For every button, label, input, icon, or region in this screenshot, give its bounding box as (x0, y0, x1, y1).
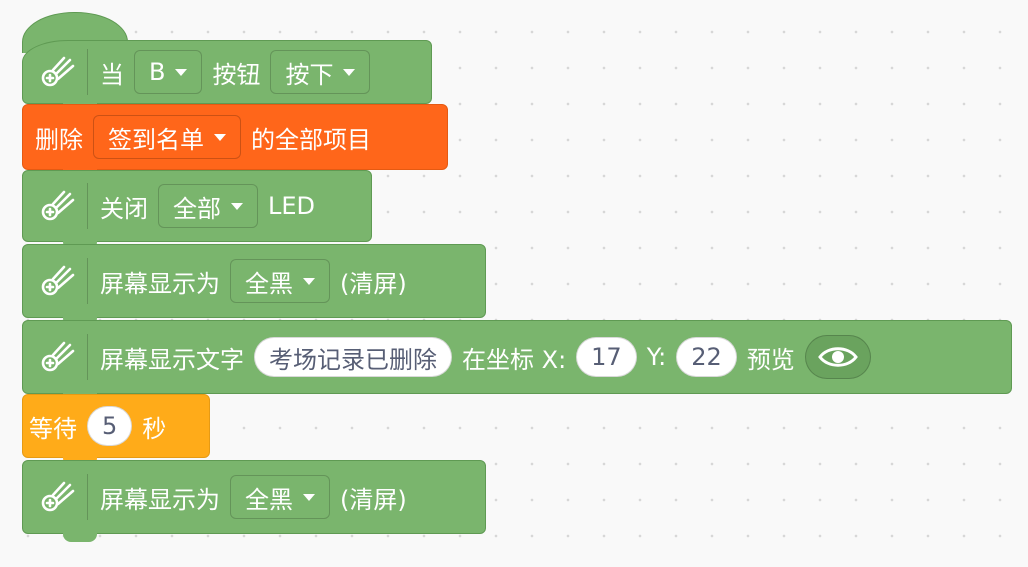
screen-fill-dropdown[interactable]: 全黑 (230, 475, 330, 519)
block-label: (清屏) (340, 485, 407, 514)
dropdown-value: 全黑 (245, 269, 293, 298)
meteor-extension-icon (33, 183, 88, 229)
list-select-dropdown[interactable]: 签到名单 (93, 115, 241, 159)
block-label: 屏幕显示为 (100, 485, 220, 514)
dropdown-value: B (149, 58, 166, 86)
block-label: 删除 (35, 125, 83, 154)
block-label: 按钮 (212, 60, 261, 89)
dropdown-value: 全部 (173, 194, 221, 223)
screen-fill-block[interactable]: 屏幕显示为 全黑 (清屏) (22, 460, 486, 542)
wait-seconds-block[interactable]: 等待 5 秒 (22, 394, 210, 466)
screen-fill-dropdown[interactable]: 全黑 (230, 259, 330, 303)
led-select-dropdown[interactable]: 全部 (158, 184, 258, 228)
caret-down-icon (231, 202, 243, 210)
screen-show-text-block[interactable]: 屏幕显示文字 考场记录已删除 在坐标 X: 17 Y: 22 预览 (22, 320, 1012, 402)
turn-off-led-block[interactable]: 关闭 全部 LED (22, 170, 372, 250)
text-input[interactable]: 考场记录已删除 (254, 337, 452, 377)
meteor-extension-icon (33, 49, 88, 95)
seconds-input[interactable]: 5 (87, 406, 133, 446)
caret-down-icon (303, 493, 315, 501)
eye-icon (817, 347, 858, 367)
block-label: 预览 (746, 345, 795, 374)
meteor-extension-icon (33, 334, 88, 380)
meteor-extension-icon (33, 258, 88, 304)
caret-down-icon (214, 133, 226, 141)
block-label: 关闭 (100, 194, 148, 223)
x-coordinate-input[interactable]: 17 (576, 337, 637, 377)
caret-down-icon (175, 68, 188, 76)
screen-fill-block[interactable]: 屏幕显示为 全黑 (清屏) (22, 244, 486, 326)
button-event-dropdown[interactable]: 按下 (270, 50, 371, 94)
block-label: (清屏) (340, 269, 407, 298)
block-label: 的全部项目 (251, 125, 371, 154)
preview-toggle-button[interactable] (804, 335, 871, 379)
caret-down-icon (343, 68, 356, 76)
y-coordinate-input[interactable]: 22 (676, 337, 737, 377)
meteor-extension-icon (33, 474, 88, 520)
block-label: 秒 (142, 414, 167, 443)
dropdown-value: 签到名单 (108, 125, 204, 154)
block-label: Y: (646, 343, 667, 371)
when-button-pressed-block[interactable]: 当 B 按钮 按下 (22, 40, 432, 112)
block-label: 屏幕显示文字 (100, 345, 244, 374)
block-label: 等待 (29, 414, 77, 443)
button-select-dropdown[interactable]: B (134, 50, 203, 94)
delete-all-of-list-block[interactable]: 删除 签到名单 的全部项目 (22, 104, 448, 178)
caret-down-icon (303, 277, 315, 285)
dropdown-value: 全黑 (245, 485, 293, 514)
block-label: 屏幕显示为 (100, 269, 220, 298)
block-label: LED (268, 192, 316, 220)
block-label: 当 (100, 60, 124, 89)
dropdown-value: 按下 (285, 60, 334, 89)
block-label: 在坐标 X: (462, 345, 567, 374)
block-connector (63, 532, 97, 542)
